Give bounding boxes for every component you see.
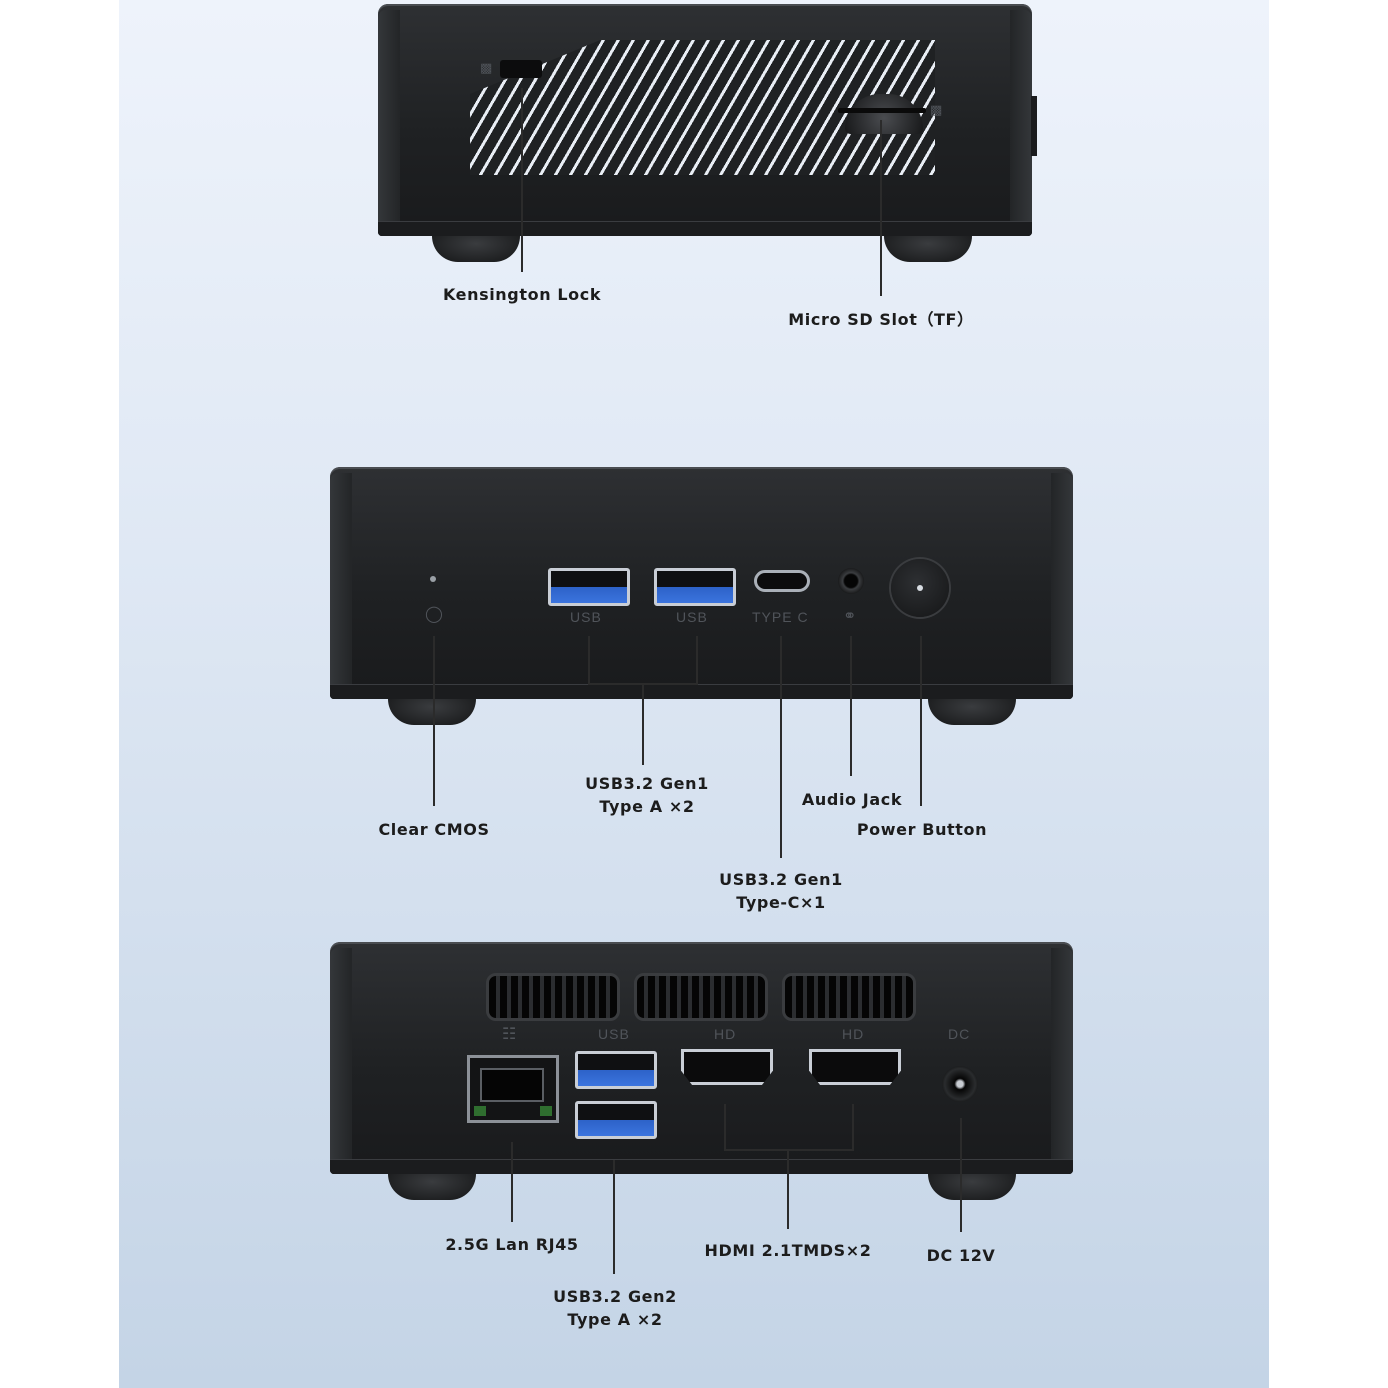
leader-line xyxy=(850,636,852,776)
foot xyxy=(388,1174,476,1200)
lock-icon: ▩ xyxy=(480,60,494,75)
hdmi-port xyxy=(809,1049,901,1085)
label-micro-sd-slot: Micro SD Slot（TF） xyxy=(788,310,974,329)
sd-card-icon: ▩ xyxy=(930,102,944,117)
foot xyxy=(388,699,476,725)
leader-line xyxy=(521,88,523,272)
leader-line xyxy=(724,1149,854,1151)
dc-power-port xyxy=(942,1066,978,1102)
clear-cmos-icon: ◯ xyxy=(425,606,444,623)
power-button xyxy=(891,559,949,617)
leader-line xyxy=(588,636,590,684)
usb-a-port xyxy=(654,568,736,606)
label-hdmi: HDMI 2.1TMDS×2 xyxy=(704,1241,872,1260)
rj45-port xyxy=(467,1055,559,1123)
leader-line xyxy=(920,636,922,806)
kensington-lock-slot xyxy=(500,60,542,78)
usb-c-port xyxy=(754,570,810,592)
label-lan-rj45: 2.5G Lan RJ45 xyxy=(445,1235,579,1254)
usb-a-port xyxy=(575,1051,657,1089)
hdmi-port xyxy=(681,1049,773,1085)
label-usb-gen1-type-c: USB3.2 Gen1 Type-C×1 xyxy=(719,870,843,912)
usb-a-port xyxy=(575,1101,657,1139)
leader-line xyxy=(780,636,782,858)
leader-line xyxy=(433,636,435,806)
foot xyxy=(432,236,520,262)
leader-line xyxy=(696,636,698,684)
hdmi-port-mark: HD xyxy=(714,1026,737,1042)
label-kensington-lock: Kensington Lock xyxy=(442,285,602,304)
usb-port-mark: USB xyxy=(570,609,602,625)
hdmi-port-mark: HD xyxy=(842,1026,865,1042)
label-dc-12v: DC 12V xyxy=(926,1246,996,1265)
rear-vent xyxy=(782,973,916,1021)
micro-sd-opening xyxy=(838,108,926,113)
leader-line xyxy=(511,1142,513,1222)
network-icon: ☷ xyxy=(502,1026,518,1043)
usb-port-mark: USB xyxy=(676,609,708,625)
type-c-mark: TYPE C xyxy=(752,609,809,625)
leader-line xyxy=(787,1149,789,1229)
foot xyxy=(884,236,972,262)
leader-line xyxy=(880,120,882,296)
clear-cmos-pinhole xyxy=(430,576,436,582)
rear-vent xyxy=(486,973,620,1021)
headphone-icon: ⚭ xyxy=(843,608,858,625)
foot xyxy=(928,1174,1016,1200)
leader-line xyxy=(642,683,644,765)
leader-line xyxy=(960,1118,962,1232)
label-clear-cmos: Clear CMOS xyxy=(378,820,490,839)
label-usb-gen2-type-a: USB3.2 Gen2 Type A ×2 xyxy=(553,1287,677,1329)
usb-port-mark: USB xyxy=(598,1026,630,1042)
label-audio-jack: Audio Jack xyxy=(801,790,903,809)
leader-line xyxy=(724,1104,726,1150)
usb-a-port xyxy=(548,568,630,606)
leader-line xyxy=(613,1160,615,1274)
leader-line xyxy=(852,1104,854,1150)
dc-port-mark: DC xyxy=(948,1026,971,1042)
label-usb-gen1-type-a: USB3.2 Gen1 Type A ×2 xyxy=(585,774,709,816)
audio-jack-port xyxy=(838,568,864,594)
rear-vent xyxy=(634,973,768,1021)
side-tab xyxy=(1031,96,1037,156)
foot xyxy=(928,699,1016,725)
label-power-button: Power Button xyxy=(856,820,988,839)
